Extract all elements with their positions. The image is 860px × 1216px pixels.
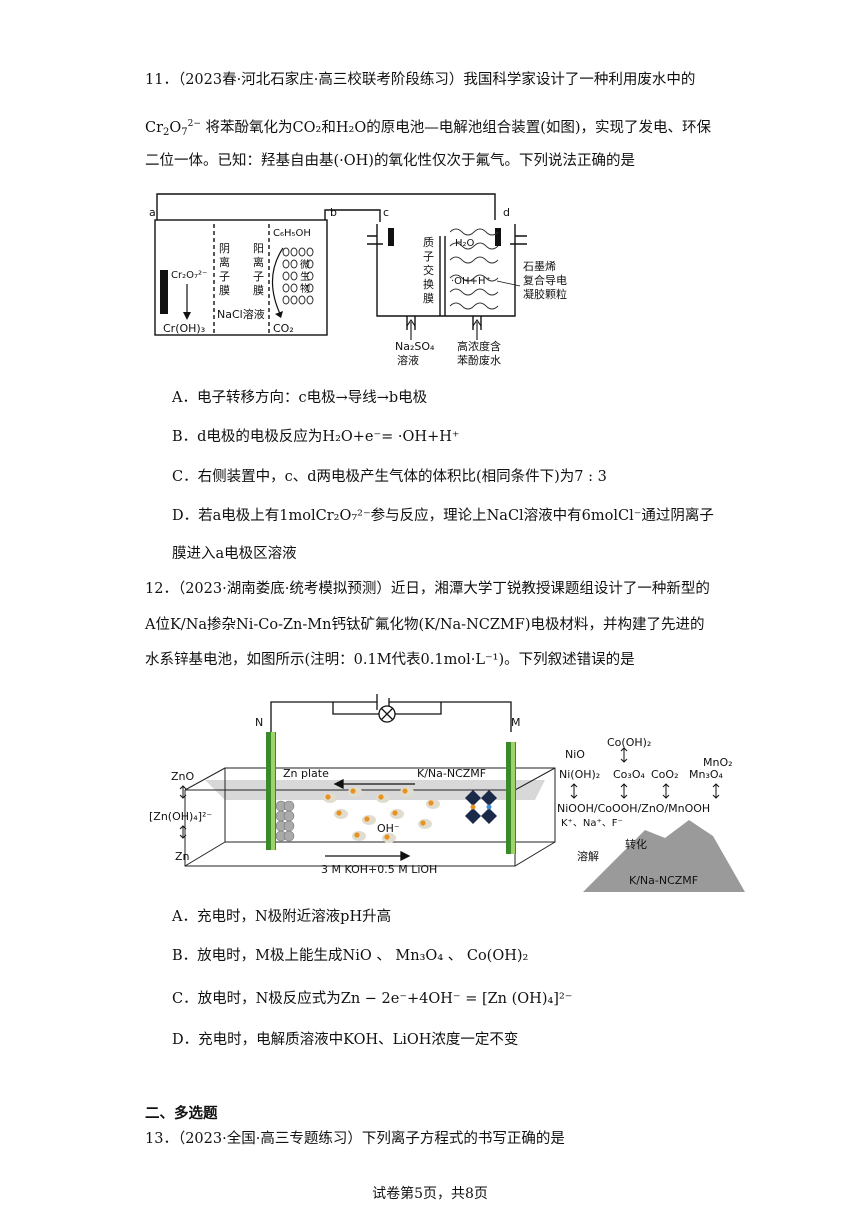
q11-option-d: D．若a电极上有1molCr₂O₇²⁻参与反应，理论上NaCl溶液中有6molC… <box>172 508 714 524</box>
electrode-c <box>388 228 394 246</box>
label-dissolve: 溶解 <box>577 849 599 863</box>
label-knaf-base: K/Na-NCZMF <box>629 874 698 887</box>
dissolve-mountain <box>583 820 745 892</box>
electrode-a <box>160 270 168 314</box>
svg-text:离: 离 <box>219 255 230 269</box>
svg-text:膜: 膜 <box>423 292 434 305</box>
svg-text:苯酚废水: 苯酚废水 <box>457 353 501 367</box>
svg-text:物: 物 <box>300 282 310 295</box>
label-oh: OH⁻ <box>377 822 400 835</box>
label-croh3: Cr(OH)₃ <box>163 322 205 335</box>
svg-text:阴: 阴 <box>219 242 230 255</box>
electrode-d <box>495 228 501 246</box>
label-h2o: H₂O <box>455 238 475 249</box>
label-c6h5oh: C₆H₅OH <box>273 228 311 239</box>
microbe-cluster <box>282 247 314 305</box>
label-nacl: NaCl溶液 <box>217 307 265 321</box>
label-electrolyte: 3 M KOH+0.5 M LiOH <box>321 863 437 876</box>
label-ions: K⁺、Na⁺、F⁻ <box>561 818 623 829</box>
q11-option-a: A．电子转移方向：c电极→导线→b电极 <box>172 390 428 406</box>
svg-text:换: 换 <box>423 277 434 291</box>
svg-text:膜: 膜 <box>253 284 264 297</box>
svg-text:子: 子 <box>219 270 230 283</box>
label-nioh2: Ni(OH)₂ <box>559 768 600 781</box>
q11-option-c: C．右侧装置中，c、d两电极产生气体的体积比(相同条件下)为7 : 3 <box>172 469 607 485</box>
svg-text:子: 子 <box>253 270 264 283</box>
label-N: N <box>255 716 263 729</box>
svg-text:生: 生 <box>300 270 310 283</box>
q11-line1: 11．（2023春·河北石家庄·高三校联考阶段练习）我国科学家设计了一种利用废水… <box>145 72 696 88</box>
svg-text:膜: 膜 <box>219 284 230 297</box>
q12-option-c: C．放电时，N极反应式为Zn − 2e⁻+4OH⁻ = [Zn (OH)₄]²⁻ <box>172 991 573 1007</box>
page-footer: 试卷第5页，共8页 <box>372 1186 488 1202</box>
oh-ion-particles <box>323 787 440 843</box>
perovskite-crystals <box>465 790 497 824</box>
svg-text:交: 交 <box>423 263 434 277</box>
label-co2: CO₂ <box>273 322 294 335</box>
gel-particles <box>449 228 499 310</box>
svg-text:凝胶颗粒: 凝胶颗粒 <box>523 287 567 301</box>
label-oh-h: ·OH+H⁺ <box>451 276 491 287</box>
label-zno: ZnO <box>171 770 195 783</box>
label-cooh2: Co(OH)₂ <box>607 736 651 749</box>
label-cr2o7: Cr₂O₇²⁻ <box>171 270 207 281</box>
label-znoh4: [Zn(OH)₄]²⁻ <box>149 810 212 823</box>
label-co3o4: Co₃O₄ <box>613 768 645 781</box>
svg-text:子: 子 <box>423 250 434 263</box>
q12-option-d: D．充电时，电解质溶液中KOH、LiOH浓度一定不变 <box>172 1032 519 1048</box>
svg-text:复合导电: 复合导电 <box>523 273 567 287</box>
label-products: NiOOH/CoOOH/ZnO/MnOOH <box>557 802 710 815</box>
label-mn3o4: Mn₃O₄ <box>689 768 724 781</box>
zn-particles <box>275 800 295 842</box>
svg-text:石墨烯: 石墨烯 <box>523 260 556 273</box>
svg-text:阳: 阳 <box>253 242 264 255</box>
q12-line3: 水系锌基电池，如图所示(注明：0.1M代表0.1mol·L⁻¹)。下列叙述错误的… <box>145 652 635 668</box>
q12-option-b: B．放电时，M极上能生成NiO 、 Mn₃O₄ 、 Co(OH)₂ <box>172 948 529 964</box>
label-b: b <box>330 206 337 219</box>
svg-text:Na₂SO₄: Na₂SO₄ <box>395 340 435 353</box>
svg-text:微: 微 <box>300 258 310 271</box>
q12-option-a: A．充电时，N极附近溶液pH升高 <box>172 909 392 925</box>
label-a: a <box>149 206 156 219</box>
label-mno2: MnO₂ <box>703 756 733 769</box>
q12-line1: 12．（2023·湖南娄底·统考模拟预测）近日，湘潭大学丁锐教授课题组设计了一种… <box>145 581 710 597</box>
label-c: c <box>383 206 389 219</box>
label-M: M <box>511 716 521 729</box>
label-zn-plate: Zn plate <box>283 767 329 780</box>
label-transform: 转化 <box>625 837 647 851</box>
label-d: d <box>503 206 510 219</box>
svg-text:质: 质 <box>423 236 434 249</box>
section-heading: 二、多选题 <box>145 1105 218 1122</box>
svg-text:高浓度含: 高浓度含 <box>457 339 501 353</box>
q11-option-b: B．d电极的电极反应为H₂O+e⁻= ·OH+H⁺ <box>172 429 460 445</box>
label-knaf-tank: K/Na-NCZMF <box>417 767 486 780</box>
q11-line3: 二位一体。已知：羟基自由基(·OH)的氧化性仅次于氟气。下列说法正确的是 <box>145 153 635 169</box>
q12-diagram: N M Zn plate K/Na-NCZMF ZnO [Zn(OH)₄]²⁻ … <box>149 694 745 892</box>
q11-line2: Cr2O72− 将苯酚氧化为CO₂和H₂O的原电池—电解池组合装置(如图)，实现… <box>145 119 712 138</box>
svg-text:溶液: 溶液 <box>397 353 419 367</box>
label-nio: NiO <box>565 748 585 761</box>
label-zn: Zn <box>175 850 190 863</box>
q13-line1: 13．（2023·全国·高三专题练习）下列离子方程式的书写正确的是 <box>145 1131 565 1147</box>
svg-text:离: 离 <box>253 255 264 269</box>
label-coo2: CoO₂ <box>651 768 678 781</box>
q11-option-d-cont: 膜进入a电极区溶液 <box>172 546 297 562</box>
q12-line2: A位K/Na掺杂Ni-Co-Zn-Mn钙钛矿氟化物(K/Na-NCZMF)电极材… <box>145 617 705 633</box>
q11-diagram: a b c d Cr₂O₇²⁻ Cr(OH)₃ 阴 离 子 膜 阳 离 子 膜 … <box>149 193 567 367</box>
